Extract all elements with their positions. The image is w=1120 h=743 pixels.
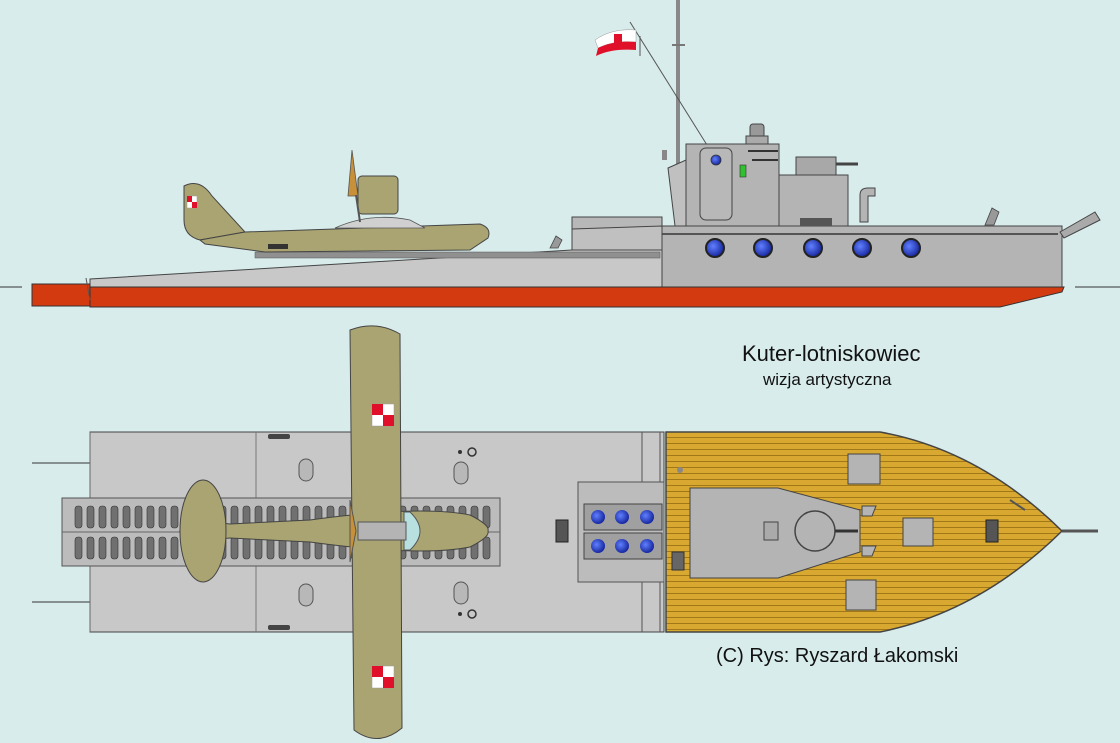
roller xyxy=(74,536,83,560)
roller xyxy=(254,536,263,560)
seaplane-top xyxy=(178,325,489,739)
superstructure xyxy=(662,123,876,227)
top-view xyxy=(32,325,1098,739)
roller xyxy=(74,505,83,529)
roller xyxy=(242,536,251,560)
roller xyxy=(98,536,107,560)
roller xyxy=(110,536,119,560)
roller xyxy=(170,505,179,529)
roller xyxy=(158,536,167,560)
drawing-subtitle: wizja artystyczna xyxy=(763,370,892,389)
seaplane-side xyxy=(183,149,490,253)
naval-ensign-flag xyxy=(594,29,637,56)
roller xyxy=(122,505,131,529)
bow-deck-top xyxy=(665,431,1064,633)
roller xyxy=(158,505,167,529)
roller xyxy=(110,505,119,529)
roller xyxy=(146,505,155,529)
roller xyxy=(122,536,131,560)
roller xyxy=(134,505,143,529)
roller xyxy=(86,536,95,560)
roller xyxy=(98,505,107,529)
roller xyxy=(170,536,179,560)
drawing-credit: (C) Rys: Ryszard Łakomski xyxy=(716,645,959,667)
portholes-side xyxy=(705,238,921,258)
roller xyxy=(146,536,155,560)
roller xyxy=(482,536,491,560)
hull-side xyxy=(31,225,1065,308)
roller xyxy=(86,505,95,529)
ammunition-rack xyxy=(555,481,665,583)
side-view xyxy=(0,0,1120,308)
drawing-title: Kuter-lotniskowiec xyxy=(742,341,921,366)
roller xyxy=(230,536,239,560)
roller xyxy=(134,536,143,560)
